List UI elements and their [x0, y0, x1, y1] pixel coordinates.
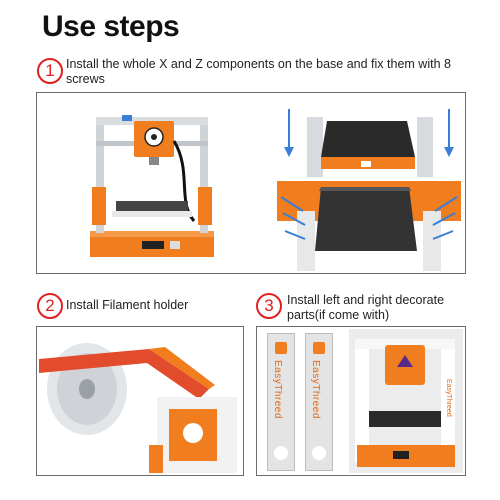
step-2-circle: 2	[37, 293, 63, 319]
step-1-frame	[36, 92, 466, 274]
brand-logo-icon	[313, 342, 325, 354]
filament-holder-image	[39, 343, 237, 473]
brand-logo-icon	[275, 342, 287, 354]
step-1-circle: 1	[37, 58, 63, 84]
step-3-text: Install left and right decorate parts(if…	[287, 293, 445, 322]
page-title: Use steps	[42, 10, 180, 43]
decorate-part-right: EasyThreed	[305, 333, 333, 471]
bed-arrows-image	[284, 109, 454, 177]
step-2-frame	[36, 326, 244, 476]
step-3-frame: EasyThreed EasyThreed EasyThreed	[256, 326, 466, 476]
step-2-text: Install Filament holder	[66, 298, 189, 312]
decorate-part-label-installed: EasyThreed	[445, 379, 452, 417]
decorate-part-label-left: EasyThreed	[272, 360, 283, 419]
bed-screws-image	[277, 181, 461, 271]
step-1-text: Install the whole X and Z components on …	[66, 57, 451, 86]
step-3-circle: 3	[256, 293, 282, 319]
printer-assembled-image	[90, 115, 214, 257]
decorate-part-label-right: EasyThreed	[310, 360, 321, 419]
decorate-part-left: EasyThreed	[267, 333, 295, 471]
printer-with-decor-image: EasyThreed	[349, 329, 463, 473]
